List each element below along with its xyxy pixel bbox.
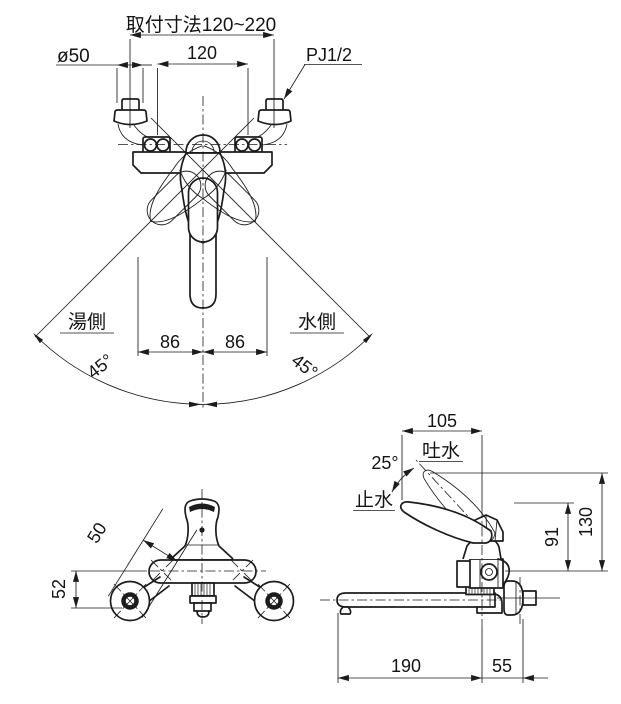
stop-label: 止水 <box>355 489 393 511</box>
flange-dia-label-top: ø50 <box>57 46 90 67</box>
spout-drip-nub <box>339 606 352 615</box>
handle-ghost-right <box>179 145 260 226</box>
handle-reach-label: 105 <box>427 411 457 431</box>
body-front <box>148 559 257 584</box>
height-open-label: 130 <box>576 507 596 537</box>
height-closed-label: 91 <box>542 527 562 547</box>
body-side <box>456 558 504 589</box>
dim-mounting-range: 取付寸法120~220 <box>126 14 277 128</box>
swing-angle-left-label: 45° <box>83 350 117 383</box>
discharge-label: 吐水 <box>422 440 460 462</box>
lever-angle-label: 25° <box>371 453 398 473</box>
dim-offset-front: 52 <box>49 570 147 609</box>
offset-label: 52 <box>49 579 69 599</box>
front-view: 52 50 <box>49 489 295 624</box>
leg-front-right <box>230 559 295 622</box>
swing-left-label: 86 <box>160 332 180 352</box>
mounting-leg-right <box>234 98 292 154</box>
inlet-pitch-label: 120 <box>187 43 217 63</box>
dim-spout-wall: 190 55 <box>337 613 548 683</box>
mounting-range-label: 取付寸法120~220 <box>126 14 277 36</box>
cold-side-label: 水側 <box>298 311 336 333</box>
hot-side-label: 湯側 <box>68 311 106 333</box>
dim-inlet-pitch: 120 <box>157 43 249 135</box>
dim-handle-swing: 86 86 <box>137 257 268 356</box>
swing-right-label: 86 <box>225 332 245 352</box>
thread-label: PJ1/2 <box>306 45 352 65</box>
dim-heights: 91 130 <box>430 472 608 572</box>
thread-callout: PJ1/2 <box>283 45 362 100</box>
swing-arc <box>34 334 372 405</box>
top-view: 取付寸法120~220 ø50 120 PJ1/2 86 86 <box>33 14 373 408</box>
lever-position-labels: 吐水 25° 止水 <box>353 440 463 511</box>
spout-length-label: 190 <box>391 656 421 676</box>
swing-angle-right-label: 45° <box>288 350 322 383</box>
flange-dia-label-front: 50 <box>83 519 111 547</box>
side-labels: 湯側 水側 <box>60 311 344 334</box>
wall-offset-label: 55 <box>492 656 512 676</box>
side-view: 105 吐水 25° 止水 91 130 190 <box>320 411 608 683</box>
leg-front-left <box>109 559 174 622</box>
spout-stub-front <box>189 582 217 618</box>
lever-closed-outline <box>399 501 493 544</box>
dim-flange-diameter-top: ø50 <box>56 46 152 103</box>
